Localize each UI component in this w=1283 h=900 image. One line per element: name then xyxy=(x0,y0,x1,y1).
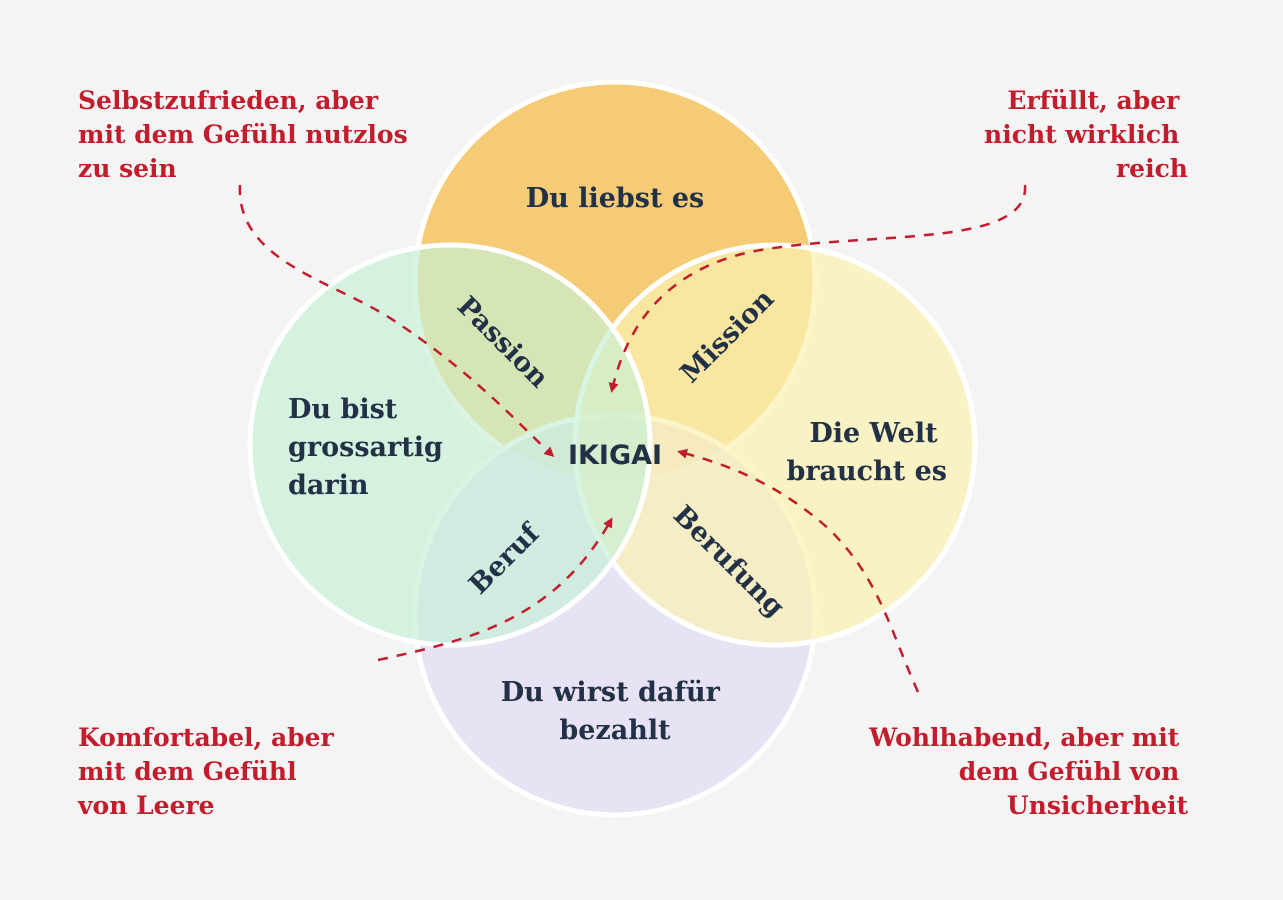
circle-good-at xyxy=(247,242,653,648)
circle-label-love: Du liebst es xyxy=(526,183,704,214)
circle-label-paid: Du wirst dafür bezahlt xyxy=(501,677,730,746)
circle-label-world-needs: Die Welt braucht es xyxy=(786,418,947,487)
arrow-bottom-right xyxy=(677,448,920,693)
center-label-ikigai: IKIGAI xyxy=(568,440,662,471)
note-top-left: Selbstzufrieden, aber mit dem Gefühl nut… xyxy=(78,86,416,183)
arrow-top-left xyxy=(238,184,555,458)
note-bottom-right: Wohlhabend, aber mit dem Gefühl von Unsi… xyxy=(868,723,1188,820)
note-bottom-left: Komfortabel, aber mit dem Gefühl von Lee… xyxy=(77,723,342,820)
circle-label-good-at: Du bist grossartig darin xyxy=(288,394,452,501)
note-top-right: Erfüllt, aber nicht wirklich reich xyxy=(984,86,1188,183)
arrow-bottom-left xyxy=(377,517,613,662)
